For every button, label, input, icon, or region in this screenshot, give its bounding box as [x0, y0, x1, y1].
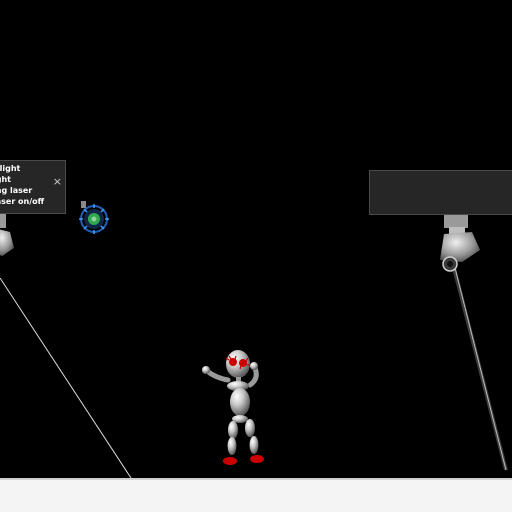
robot-figure[interactable] [202, 350, 264, 465]
stage-floor [0, 478, 512, 512]
menu-item-light[interactable]: ight [0, 175, 11, 184]
right-control-panel [369, 170, 512, 215]
left-laser-beam [0, 277, 132, 479]
spotlight-left[interactable] [0, 214, 14, 256]
close-icon[interactable]: × [52, 175, 62, 188]
control-panel: t light ight ing laser laser on/off × [0, 160, 66, 214]
spotlight-icon [0, 229, 14, 256]
spotlight-right[interactable] [440, 214, 480, 272]
globe-icon[interactable] [79, 201, 109, 234]
right-laser-core [454, 267, 507, 471]
spotlight-icon [440, 232, 480, 262]
control-panel-menu: t light ight ing laser laser on/off [0, 161, 65, 207]
menu-item-laser-toggle[interactable]: laser on/off [0, 197, 45, 206]
menu-item-toggle-light[interactable]: t light [0, 164, 21, 173]
menu-item-moving-laser[interactable]: ing laser [0, 186, 33, 195]
